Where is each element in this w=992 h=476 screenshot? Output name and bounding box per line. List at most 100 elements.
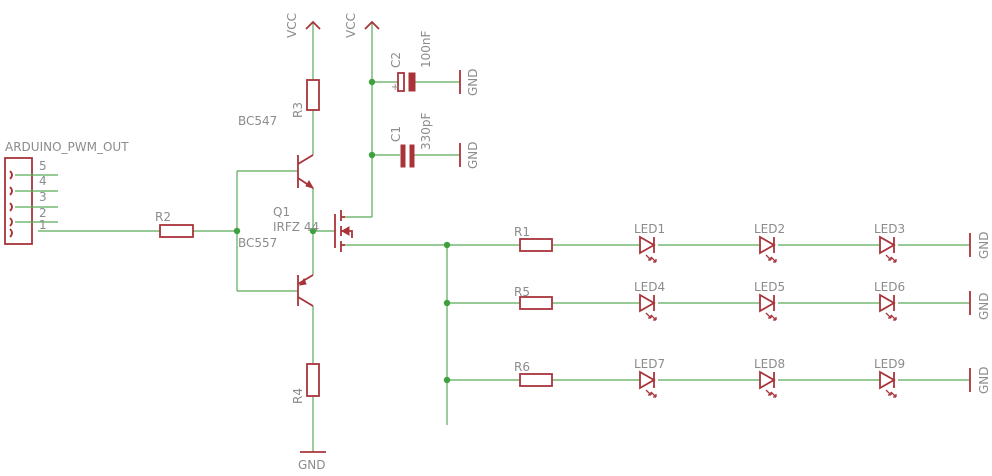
pin-label: 3	[39, 190, 47, 204]
led-label: LED6	[874, 280, 905, 294]
c2-polarity: +	[391, 82, 399, 93]
vcc-symbol-right: VCC	[344, 13, 380, 38]
led: LED5	[754, 280, 785, 321]
led: LED8	[754, 357, 785, 398]
led-label: LED1	[634, 222, 665, 236]
led: LED9	[874, 357, 905, 398]
resistor-r5: R5	[514, 285, 553, 310]
r5-label: R5	[514, 285, 530, 299]
gnd-label: GND	[466, 68, 480, 96]
capacitor-c2: + C2 100nF GND	[389, 30, 480, 96]
r2-label: R2	[155, 210, 171, 224]
gnd-symbol-bottom: GND	[298, 451, 326, 472]
gnd-symbol-row1: GND	[969, 231, 991, 259]
led-diode-icon	[759, 235, 776, 255]
c2-value: 100nF	[419, 30, 433, 68]
light-arrow-icon	[885, 254, 892, 261]
junction-dot	[443, 241, 451, 249]
led: LED3	[874, 222, 905, 263]
resistor-r2: R2	[155, 210, 194, 238]
light-arrow-icon	[885, 312, 892, 319]
light-arrow-icon	[645, 254, 652, 261]
light-arrow-icon	[765, 254, 772, 261]
led-diode-icon	[639, 293, 656, 313]
capacitor-c1: C1 330pF GND	[389, 112, 480, 169]
transistor-bc547: BC547	[238, 114, 315, 189]
gnd-label: GND	[977, 366, 991, 394]
led-diode-icon	[879, 235, 896, 255]
q1-label: Q1	[273, 205, 290, 219]
connector-name: ARDUINO_PWM_OUT	[5, 140, 129, 154]
led-diode-icon	[879, 293, 896, 313]
r6-label: R6	[514, 360, 530, 374]
led: LED6	[874, 280, 905, 321]
r3-label: R3	[291, 102, 305, 118]
led-diode-icon	[639, 235, 656, 255]
light-arrow-icon	[890, 391, 897, 398]
junction-dot	[233, 227, 241, 235]
junction-dot	[443, 376, 451, 384]
led-label: LED8	[754, 357, 785, 371]
vcc-label: VCC	[344, 13, 358, 38]
led-label: LED4	[634, 280, 665, 294]
junction-dot	[368, 78, 376, 86]
r1-label: R1	[514, 225, 530, 239]
resistor-r4: R4	[291, 363, 320, 404]
gnd-label: GND	[977, 231, 991, 259]
wires	[38, 22, 970, 452]
light-arrow-icon	[765, 389, 772, 396]
light-arrow-icon	[765, 312, 772, 319]
q1-value: IRFZ 44	[273, 220, 319, 234]
gnd-label: GND	[466, 141, 480, 169]
light-arrow-icon	[645, 389, 652, 396]
led: LED7	[634, 357, 665, 398]
mosfet-q1: Q1 IRFZ 44	[273, 205, 353, 252]
transistor-bc557: BC557	[238, 236, 314, 307]
c2-label: C2	[389, 52, 403, 68]
gnd-symbol-row3: GND	[969, 366, 991, 394]
resistor-r3: R3	[291, 79, 320, 118]
light-arrow-icon	[645, 312, 652, 319]
led-label: LED7	[634, 357, 665, 371]
vcc-label: VCC	[285, 13, 299, 38]
light-arrow-icon	[650, 256, 657, 263]
gnd-label: GND	[977, 292, 991, 320]
resistor-r1: R1	[514, 225, 553, 252]
pin-label: 5	[39, 159, 47, 173]
led-diode-icon	[639, 370, 656, 390]
light-arrow-icon	[650, 314, 657, 321]
c1-label: C1	[389, 126, 403, 142]
npn-label: BC547	[238, 114, 277, 128]
light-arrow-icon	[650, 391, 657, 398]
light-arrow-icon	[890, 256, 897, 263]
arduino-connector: ARDUINO_PWM_OUT 5 4 3 2 1	[4, 140, 129, 245]
light-arrow-icon	[885, 389, 892, 396]
light-arrow-icon	[770, 391, 777, 398]
c1-value: 330pF	[419, 112, 433, 150]
led: LED4	[634, 280, 665, 321]
light-arrow-icon	[770, 256, 777, 263]
led: LED1	[634, 222, 665, 263]
resistor-r6: R6	[514, 360, 553, 387]
pin-label: 2	[39, 206, 47, 220]
pnp-label: BC557	[238, 236, 277, 250]
led-label: LED9	[874, 357, 905, 371]
junction-dot	[443, 299, 451, 307]
led-diode-icon	[759, 370, 776, 390]
led-diode-icon	[759, 293, 776, 313]
light-arrow-icon	[890, 314, 897, 321]
gnd-symbol-row2: GND	[969, 291, 991, 320]
led-label: LED3	[874, 222, 905, 236]
led: LED2	[754, 222, 785, 263]
r4-label: R4	[291, 388, 305, 404]
led-diode-icon	[879, 370, 896, 390]
gnd-label: GND	[298, 458, 326, 472]
light-arrow-icon	[770, 314, 777, 321]
led-label: LED5	[754, 280, 785, 294]
junction-dot	[309, 227, 317, 235]
vcc-symbol-left: VCC	[285, 13, 321, 38]
junction-dot	[368, 151, 376, 159]
led-label: LED2	[754, 222, 785, 236]
